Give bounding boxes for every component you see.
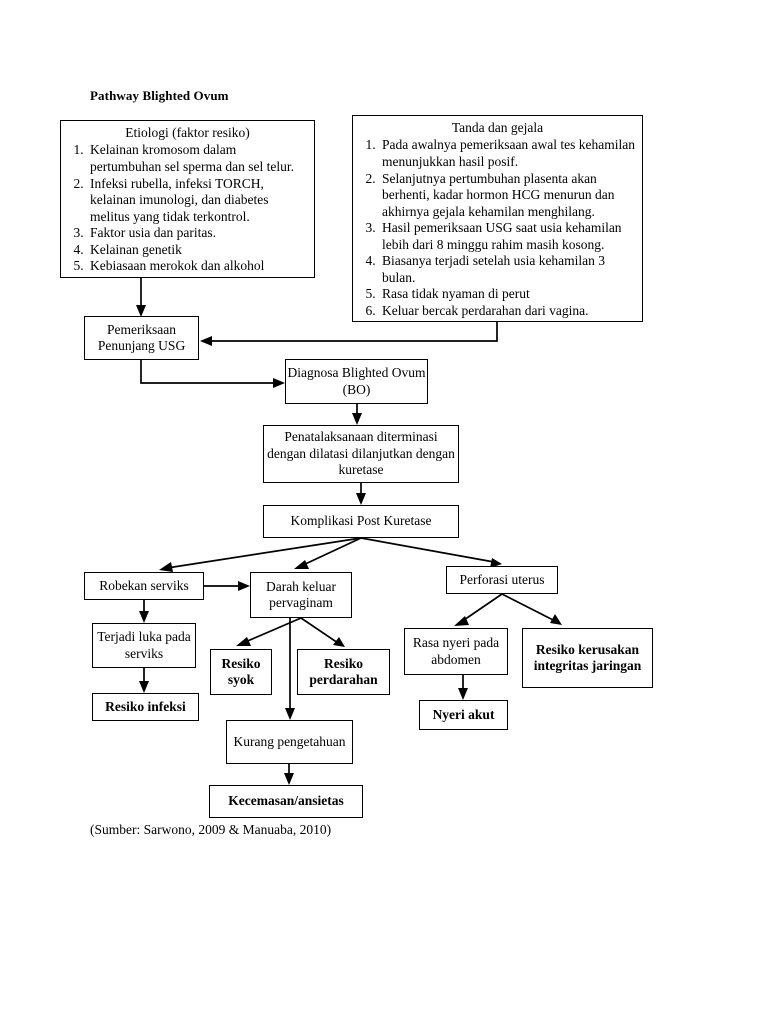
tanda-gejala-box: Tanda dan gejala Pada awalnya pemeriksaa… [352, 115, 643, 322]
node-label: Resiko kerusakan integritas jaringan [533, 641, 642, 673]
list-item: Kebiasaan merokok dan alkohol [87, 258, 310, 275]
node-resiko-perdarahan: Resiko perdarahan [297, 649, 390, 695]
node-terjadi-luka-pada-serviks: Terjadi luka pada serviks [92, 623, 196, 668]
node-label: Kurang pengetahuan [233, 733, 346, 749]
node-kecemasan-ansietas: Kecemasan/ansietas [209, 785, 363, 818]
node-label: Nyeri akut [432, 706, 495, 722]
node-resiko-kerusakan-integritas-jaringan: Resiko kerusakan integritas jaringan [522, 628, 653, 688]
node-label: Darah keluar pervaginam [265, 578, 337, 610]
node-label: Resiko syok [221, 655, 261, 687]
list-item: Kelainan genetik [87, 242, 310, 259]
page-title: Pathway Blighted Ovum [90, 88, 229, 103]
tanda-gejala-list: Pada awalnya pemeriksaan awal tes kehami… [353, 137, 642, 319]
list-item: Infeksi rubella, infeksi TORCH, kelainan… [87, 176, 310, 226]
node-label: Komplikasi Post Kuretase [290, 513, 432, 529]
node-kurang-pengetahuan: Kurang pengetahuan [226, 720, 353, 764]
node-diagnosa-blighted-ovum: Diagnosa Blighted Ovum (BO) [285, 359, 428, 404]
node-rasa-nyeri-pada-abdomen: Rasa nyeri pada abdomen [404, 628, 508, 675]
list-item: Selanjutnya pertumbuhan plasenta akan be… [379, 171, 638, 221]
list-item: Faktor usia dan paritas. [87, 225, 310, 242]
node-resiko-infeksi: Resiko infeksi [92, 693, 199, 721]
node-resiko-syok: Resiko syok [210, 649, 272, 695]
etiologi-heading: Etiologi (faktor resiko) [125, 125, 250, 140]
list-item: Kelainan kromosom dalam pertumbuhan sel … [87, 142, 310, 175]
node-label: Rasa nyeri pada abdomen [412, 635, 500, 667]
node-label: Kecemasan/ansietas [228, 793, 344, 809]
node-darah-keluar-pervaginam: Darah keluar pervaginam [250, 572, 352, 618]
etiologi-list: Kelainan kromosom dalam pertumbuhan sel … [61, 142, 314, 274]
list-item: Keluar bercak perdarahan dari vagina. [379, 303, 638, 320]
source-caption: (Sumber: Sarwono, 2009 & Manuaba, 2010) [90, 822, 332, 837]
node-label: Resiko perdarahan [309, 655, 378, 687]
list-item: Hasil pemeriksaan USG saat usia kehamila… [379, 220, 638, 253]
node-perforasi-uterus: Perforasi uterus [446, 566, 558, 594]
node-label: Pemeriksaan Penunjang USG [97, 321, 186, 353]
list-item: Rasa tidak nyaman di perut [379, 286, 638, 303]
node-komplikasi-post-kuretase: Komplikasi Post Kuretase [263, 505, 459, 538]
node-label: Resiko infeksi [105, 698, 186, 714]
node-label: Penatalaksanaan diterminasi dengan dilat… [267, 429, 455, 478]
tanda-gejala-heading: Tanda dan gejala [451, 120, 544, 135]
node-label: Perforasi uterus [459, 571, 545, 587]
node-nyeri-akut: Nyeri akut [419, 700, 508, 730]
node-robekan-serviks: Robekan serviks [84, 572, 204, 600]
node-label: Robekan serviks [99, 577, 189, 593]
etiologi-box: Etiologi (faktor resiko) Kelainan kromos… [60, 120, 315, 278]
node-penatalaksanaan: Penatalaksanaan diterminasi dengan dilat… [263, 425, 459, 483]
list-item: Biasanya terjadi setelah usia kehamilan … [379, 253, 638, 286]
node-label: Diagnosa Blighted Ovum (BO) [287, 365, 426, 397]
node-pemeriksaan-penunjang-usg: Pemeriksaan Penunjang USG [84, 316, 199, 360]
node-label: Terjadi luka pada serviks [97, 629, 191, 661]
list-item: Pada awalnya pemeriksaan awal tes kehami… [379, 137, 638, 170]
